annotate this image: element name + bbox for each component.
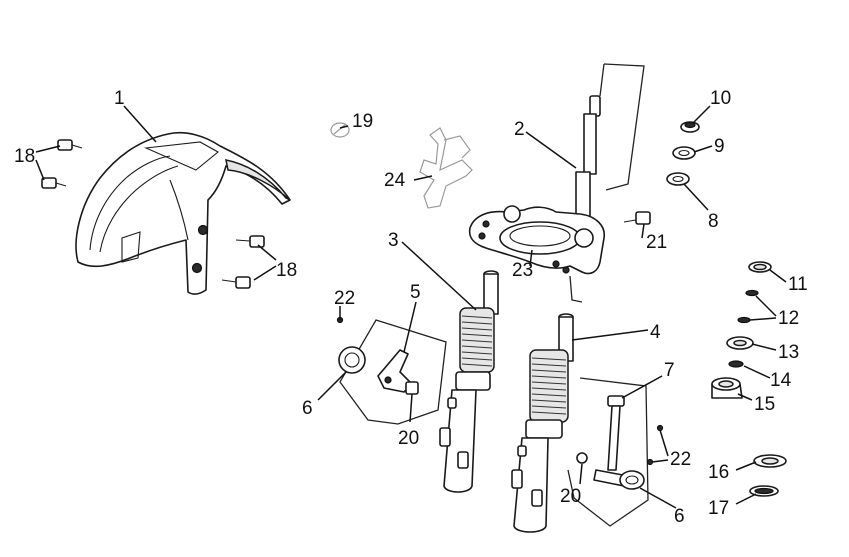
callout-16: 16: [708, 462, 729, 483]
bolt-18-a: [57, 139, 83, 151]
callout-2: 2: [514, 119, 525, 140]
callout-24: 24: [384, 170, 406, 191]
callout-9: 9: [714, 136, 725, 157]
callout-18-left: 18: [14, 146, 35, 167]
callout-13: 13: [778, 342, 799, 363]
callout-5: 5: [410, 282, 421, 303]
callout-14: 14: [770, 370, 792, 391]
callout-20-left: 20: [398, 428, 419, 449]
stem-washers: [666, 121, 700, 186]
bolt-18-d: [221, 276, 251, 289]
clip-19: [330, 122, 350, 138]
right-reflector-bracket: [576, 395, 664, 490]
bolt-18-c: [235, 235, 265, 248]
callout-10: 10: [710, 88, 731, 109]
callout-15: 15: [754, 394, 775, 415]
left-fork-leg: [439, 270, 499, 493]
stem-top-outline: [603, 63, 645, 191]
steering-stem: [575, 95, 601, 221]
callout-4: 4: [650, 322, 661, 343]
callout-7: 7: [664, 360, 675, 381]
callout-8: 8: [708, 211, 719, 232]
stem-top-outline-left: [599, 63, 605, 97]
callout-21: 21: [646, 232, 667, 253]
leader-lines: [35, 105, 787, 509]
callout-12: 12: [778, 308, 799, 329]
callout-6-left: 6: [302, 398, 313, 419]
callout-18-right: 18: [276, 260, 297, 281]
clamp-right-outline: [569, 275, 583, 303]
left-reflector-bracket: [336, 316, 419, 395]
bolt-21: [623, 211, 651, 225]
fender-bolts: [41, 139, 265, 289]
bolt-18-b: [41, 177, 67, 189]
callout-1: 1: [114, 88, 125, 109]
callout-6-right: 6: [674, 506, 685, 527]
front-fender: [75, 131, 291, 295]
right-bracket-outline: [567, 377, 649, 527]
left-bracket-outline: [339, 319, 447, 425]
callout-labels: 1 2 3 4 5 6 6 7 8 9 10 11 12 13 14 15 16…: [14, 88, 808, 527]
lower-triple-clamp: [468, 205, 605, 275]
cable-bracket-24: [419, 127, 473, 209]
callout-3: 3: [388, 230, 399, 251]
right-fork-leg: [511, 313, 574, 533]
callout-17: 17: [708, 498, 729, 519]
callout-23: 23: [512, 260, 533, 281]
callout-11: 11: [788, 274, 808, 295]
callout-22-left: 22: [334, 288, 355, 309]
callout-19: 19: [352, 111, 373, 132]
callout-20-right: 20: [560, 486, 581, 507]
callout-22-right: 22: [670, 449, 691, 470]
